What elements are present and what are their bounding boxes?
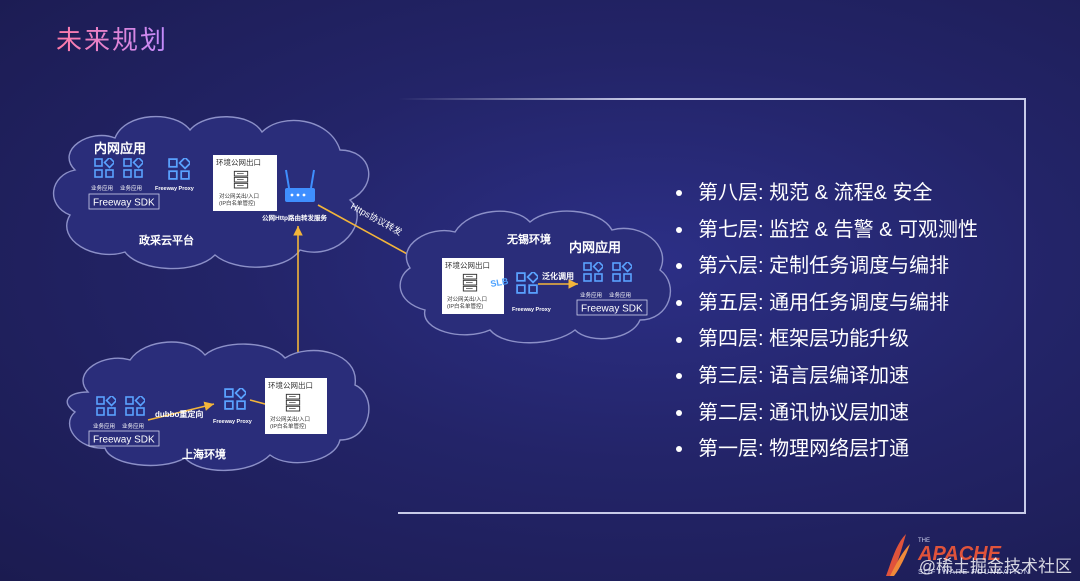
bullet-icon	[676, 263, 682, 270]
slb-label: SLB	[490, 276, 510, 289]
sh-gateway-line1: 对公网关出/入口	[270, 415, 310, 423]
diagram-frame	[398, 98, 1026, 514]
logo-small-text: THE	[918, 538, 930, 544]
sh-app-label-1: 业务应用	[93, 422, 115, 430]
sh-region-label: 上海环境	[182, 447, 226, 461]
layer-item: 第三层: 语言层编译加速	[676, 358, 978, 395]
wuxi-gateway-line1: 对公网关出/入口	[447, 295, 487, 303]
layer-text: 第二层: 通讯协议层加速	[698, 401, 910, 424]
cloud-gov	[53, 115, 370, 270]
logo-main-text: APACHE	[917, 543, 1002, 565]
gov-app-label-2: 业务应用	[120, 184, 142, 192]
layer-text: 第四层: 框架层功能升级	[698, 328, 910, 351]
gov-gateway-line2: (IP白名单管控)	[219, 199, 256, 207]
wuxi-app-label-1: 业务应用	[580, 291, 602, 299]
bullet-icon	[676, 226, 682, 233]
router-label: 公网Http路由转发服务	[262, 213, 327, 222]
layer-item: 第四层: 框架层功能升级	[676, 321, 978, 358]
wuxi-sdk-box	[576, 299, 648, 316]
layer-text: 第六层: 定制任务调度与编排	[698, 255, 950, 278]
gov-gateway-header: 环境公网出口	[216, 157, 261, 167]
layer-text: 第一层: 物理网络层打通	[698, 438, 910, 461]
generic-call-label: 泛化调用	[542, 271, 574, 281]
layer-list: 第八层: 规范 & 流程& 安全 第七层: 监控 & 告警 & 可观测性 第六层…	[676, 175, 978, 468]
wuxi-cloud-title: 内网应用	[569, 240, 621, 255]
bullet-icon	[676, 409, 682, 416]
layer-text: 第八层: 规范 & 流程& 安全	[698, 182, 933, 204]
layer-item: 第五层: 通用任务调度与编排	[676, 285, 978, 322]
sh-gateway-header: 环境公网出口	[268, 380, 313, 390]
wuxi-region-label: 无锡环境	[506, 232, 551, 246]
wuxi-gateway-line2: (IP白名单管控)	[447, 302, 484, 310]
bullet-icon	[676, 373, 682, 380]
bullet-icon	[676, 446, 682, 453]
layer-item: 第二层: 通讯协议层加速	[676, 395, 978, 432]
gov-app-label-1: 业务应用	[91, 184, 113, 192]
cloud-wuxi	[399, 210, 671, 344]
gov-sdk-label: Freeway SDK	[93, 198, 155, 209]
gov-region-label: 政采云平台	[139, 233, 194, 247]
gov-proxy-label: Freeway Proxy	[155, 186, 195, 192]
sh-proxy-label: Freeway Proxy	[213, 419, 253, 425]
wuxi-app-label-2: 业务应用	[609, 291, 631, 299]
watermark-text: @稀土掘金技术社区	[918, 557, 1072, 576]
sh-sdk-label: Freeway SDK	[93, 435, 155, 446]
gov-cloud-title: 内网应用	[94, 141, 146, 156]
sh-app-label-2: 业务应用	[122, 422, 144, 430]
layer-item: 第八层: 规范 & 流程& 安全	[676, 175, 978, 212]
layer-text: 第七层: 监控 & 告警 & 可观测性	[698, 218, 979, 241]
router-icon	[285, 169, 315, 202]
feather-icon	[886, 534, 906, 576]
layer-item: 第七层: 监控 & 告警 & 可观测性	[676, 212, 978, 249]
bullet-icon	[676, 336, 682, 343]
gov-gateway-line1: 对公网关出/入口	[219, 192, 259, 200]
dubbo-label: dubbo重定向	[155, 409, 203, 419]
layer-text: 第五层: 通用任务调度与编排	[698, 291, 950, 314]
logo-sub-text: SOFTWARE FOUNDATION	[918, 567, 1030, 576]
bullet-icon	[676, 300, 682, 307]
wuxi-sdk-label: Freeway SDK	[581, 304, 643, 315]
dubbo-arrow	[147, 401, 215, 421]
wuxi-gateway-header: 环境公网出口	[445, 260, 490, 270]
slide-title: 未来规划	[56, 20, 168, 57]
frame-fade	[398, 98, 638, 100]
sh-sdk-box	[88, 430, 160, 447]
sh-gateway-line2: (IP白名单管控)	[270, 422, 307, 430]
apache-logo: THE APACHE SOFTWARE FOUNDATION	[886, 534, 1030, 576]
layer-item: 第六层: 定制任务调度与编排	[676, 248, 978, 285]
gov-sdk-box	[88, 193, 160, 210]
wuxi-proxy-label: Freeway Proxy	[512, 307, 552, 313]
layer-item: 第一层: 物理网络层打通	[676, 431, 978, 468]
bullet-icon	[676, 190, 682, 197]
layer-text: 第三层: 语言层编译加速	[698, 364, 910, 387]
